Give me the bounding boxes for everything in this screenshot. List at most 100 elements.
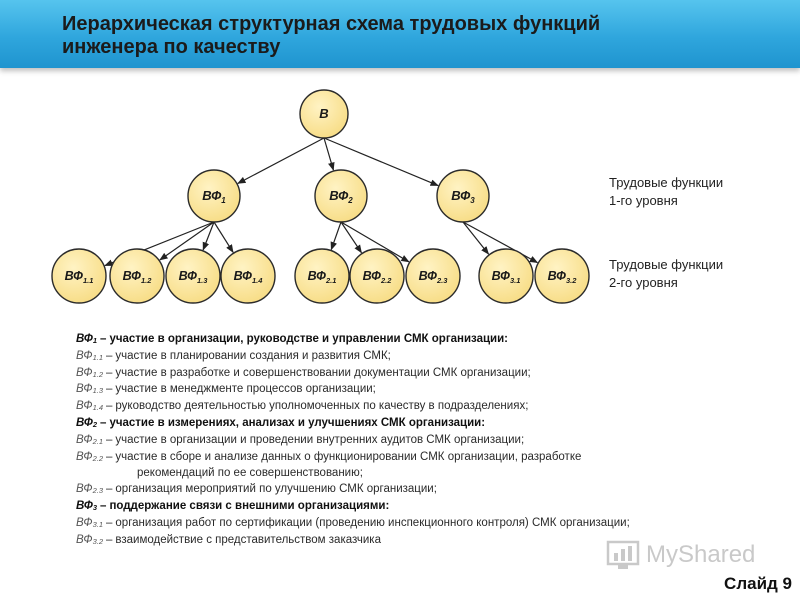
- node-vf-1-2-label: ВФ1.2: [123, 269, 153, 285]
- edge-l1-to-l2-2.2: [340, 221, 362, 254]
- legend-code: ВФ1.2: [76, 366, 103, 379]
- legend-code: ВФ1.3: [76, 383, 103, 396]
- node-root-label: В: [319, 106, 328, 121]
- legend-code: ВФ2: [76, 416, 98, 429]
- node-vf-1-3-circle: [165, 248, 221, 304]
- node-vf-1-1-circle: [51, 248, 107, 304]
- node-vf-2-2: ВФ2.2: [349, 248, 405, 304]
- watermark: MyShared: [606, 537, 776, 573]
- legend-text: участие в организации и проведении внутр…: [115, 433, 525, 446]
- node-vf-2-circle: [314, 169, 368, 223]
- legend-sub-function: ВФ2.2–участие в сборе и анализе данных о…: [76, 450, 582, 463]
- legend-code: ВФ3.1: [76, 516, 103, 529]
- legend-sub-function: ВФ1.1–участие в планировании создания и …: [76, 349, 391, 362]
- node-vf-2-1-circle: [294, 248, 350, 304]
- edge-l1-to-l2-3.2: [462, 221, 539, 264]
- node-vf-1-circle: [187, 169, 241, 223]
- legend-text: организация работ по сертификации (прове…: [115, 516, 630, 529]
- legend-main-function: ВФ2–участие в измерениях, анализах и улу…: [76, 416, 486, 429]
- node-vf-1-2-circle: [109, 248, 165, 304]
- level-1-label-line-2: 1-го уровня: [609, 193, 678, 208]
- legend-code: ВФ2.2: [76, 450, 103, 463]
- level-2-label: Трудовые функции 2-го уровня: [609, 256, 779, 292]
- node-root-circle: [299, 89, 349, 139]
- node-vf-2-label: ВФ2: [329, 188, 353, 205]
- slide-number: Слайд 9: [724, 574, 792, 593]
- node-vf-1-1-label: ВФ1.1: [65, 269, 94, 285]
- level-1-label: Трудовые функции 1-го уровня: [609, 174, 779, 210]
- legend-text: участие в сборе и анализе данных о функц…: [115, 450, 582, 463]
- legend-main-function: ВФ1–участие в организации, руководстве и…: [76, 333, 509, 345]
- edge-l1-to-l2-2.1: [330, 221, 342, 251]
- edge-root-to-l1-3: [323, 137, 439, 187]
- node-vf-1-2: ВФ1.2: [109, 248, 165, 304]
- legend-sub-function: ВФ2.1–участие в организации и проведении…: [76, 433, 525, 446]
- edge-l1-to-l2-1.4: [213, 221, 234, 254]
- edge-l1-to-l2-1.3: [202, 221, 215, 251]
- node-vf-1-label: ВФ1: [202, 188, 226, 205]
- node-vf-3-1-label: ВФ3.1: [492, 269, 521, 285]
- legend-sub-function: ВФ2.3–организация мероприятий по улучшен…: [76, 483, 437, 496]
- node-vf-3-2: ВФ3.2: [534, 248, 590, 304]
- node-vf-3-label: ВФ3: [451, 188, 475, 205]
- edge-l1-to-l2-3.1: [462, 221, 490, 255]
- node-vf-3-1-circle: [478, 248, 534, 304]
- edge-root-to-l1-1: [237, 137, 325, 184]
- node-vf-3-2-circle: [534, 248, 590, 304]
- legend-code: ВФ2.1: [76, 433, 103, 446]
- node-vf-3-circle: [436, 169, 490, 223]
- edge-l1-to-l2-2.3: [340, 221, 410, 263]
- legend-text: организация мероприятий по улучшению СМК…: [115, 483, 437, 496]
- node-root: В: [299, 89, 349, 139]
- legend-main-function: ВФ3–поддержание связи с внешними организ…: [76, 499, 390, 512]
- legend-code: ВФ1.1: [76, 349, 103, 362]
- title-bar: Иерархическая структурная схема трудовых…: [0, 0, 800, 68]
- node-vf-2-1: ВФ2.1: [294, 248, 350, 304]
- legend-text: поддержание связи с внешними организация…: [109, 499, 390, 512]
- level-2-label-line-1: Трудовые функции: [609, 257, 724, 272]
- node-vf-1-4-circle: [220, 248, 276, 304]
- edge-l1-to-l2-1.2: [159, 221, 215, 261]
- legend-code: ВФ1: [76, 333, 98, 345]
- level-1-label-line-1: Трудовые функции: [609, 175, 724, 190]
- node-vf-2: ВФ2: [314, 169, 368, 223]
- legend-text: участие в организации, руководстве и упр…: [109, 333, 509, 345]
- node-vf-1-4-label: ВФ1.4: [234, 269, 264, 285]
- watermark-text: MyShared: [646, 541, 756, 568]
- node-vf-2-3-circle: [405, 248, 461, 304]
- slide-title-line-2: инженера по качеству: [62, 36, 281, 58]
- legend-text: участие в менеджменте процессов организа…: [115, 383, 376, 396]
- edge-root-to-l1-2: [323, 137, 335, 171]
- node-vf-2-3: ВФ2.3: [405, 248, 461, 304]
- legend-code: ВФ1.4: [76, 400, 103, 413]
- level-2-label-line-2: 2-го уровня: [609, 275, 678, 290]
- chart-screen-icon: [606, 540, 640, 569]
- legend-sub-function: ВФ3.1–организация работ по сертификации …: [76, 516, 630, 529]
- legend-code: ВФ2.3: [76, 483, 103, 496]
- node-vf-2-1-label: ВФ2.1: [308, 269, 337, 285]
- legend-text: взаимодействие с представительством зака…: [115, 533, 381, 546]
- legend-sub-function: ВФ1.3–участие в менеджменте процессов ор…: [76, 383, 376, 396]
- node-vf-2-2-circle: [349, 248, 405, 304]
- legend-sub-function: ВФ1.4–руководство деятельностью уполномо…: [76, 400, 529, 413]
- legend-sub-function: ВФ3.2–взаимодействие с представительство…: [76, 533, 381, 546]
- node-vf-3: ВФ3: [436, 169, 490, 223]
- legend-sub-function: ВФ1.2–участие в разработке и совершенств…: [76, 366, 531, 379]
- node-vf-3-2-label: ВФ3.2: [548, 269, 578, 285]
- legend-text: участие в планировании создания и развит…: [115, 349, 391, 362]
- node-vf-1-1: ВФ1.1: [51, 248, 107, 304]
- node-vf-1-3: ВФ1.3: [165, 248, 221, 304]
- functions-legend: ВФ1–участие в организации, руководстве и…: [76, 332, 736, 549]
- legend-code: ВФ3: [76, 499, 98, 512]
- node-vf-2-2-label: ВФ2.2: [363, 269, 393, 285]
- legend-text: участие в измерениях, анализах и улучшен…: [109, 416, 486, 429]
- node-vf-1-3-label: ВФ1.3: [179, 269, 209, 285]
- node-vf-2-3-label: ВФ2.3: [419, 269, 449, 285]
- legend-continuation: рекомендаций по ее совершенствованию;: [137, 467, 363, 480]
- legend-text: участие в разработке и совершенствовании…: [115, 366, 531, 379]
- slide-title: Иерархическая структурная схема трудовых…: [62, 13, 782, 59]
- slide-title-line-1: Иерархическая структурная схема трудовых…: [62, 13, 601, 35]
- node-vf-3-1: ВФ3.1: [478, 248, 534, 304]
